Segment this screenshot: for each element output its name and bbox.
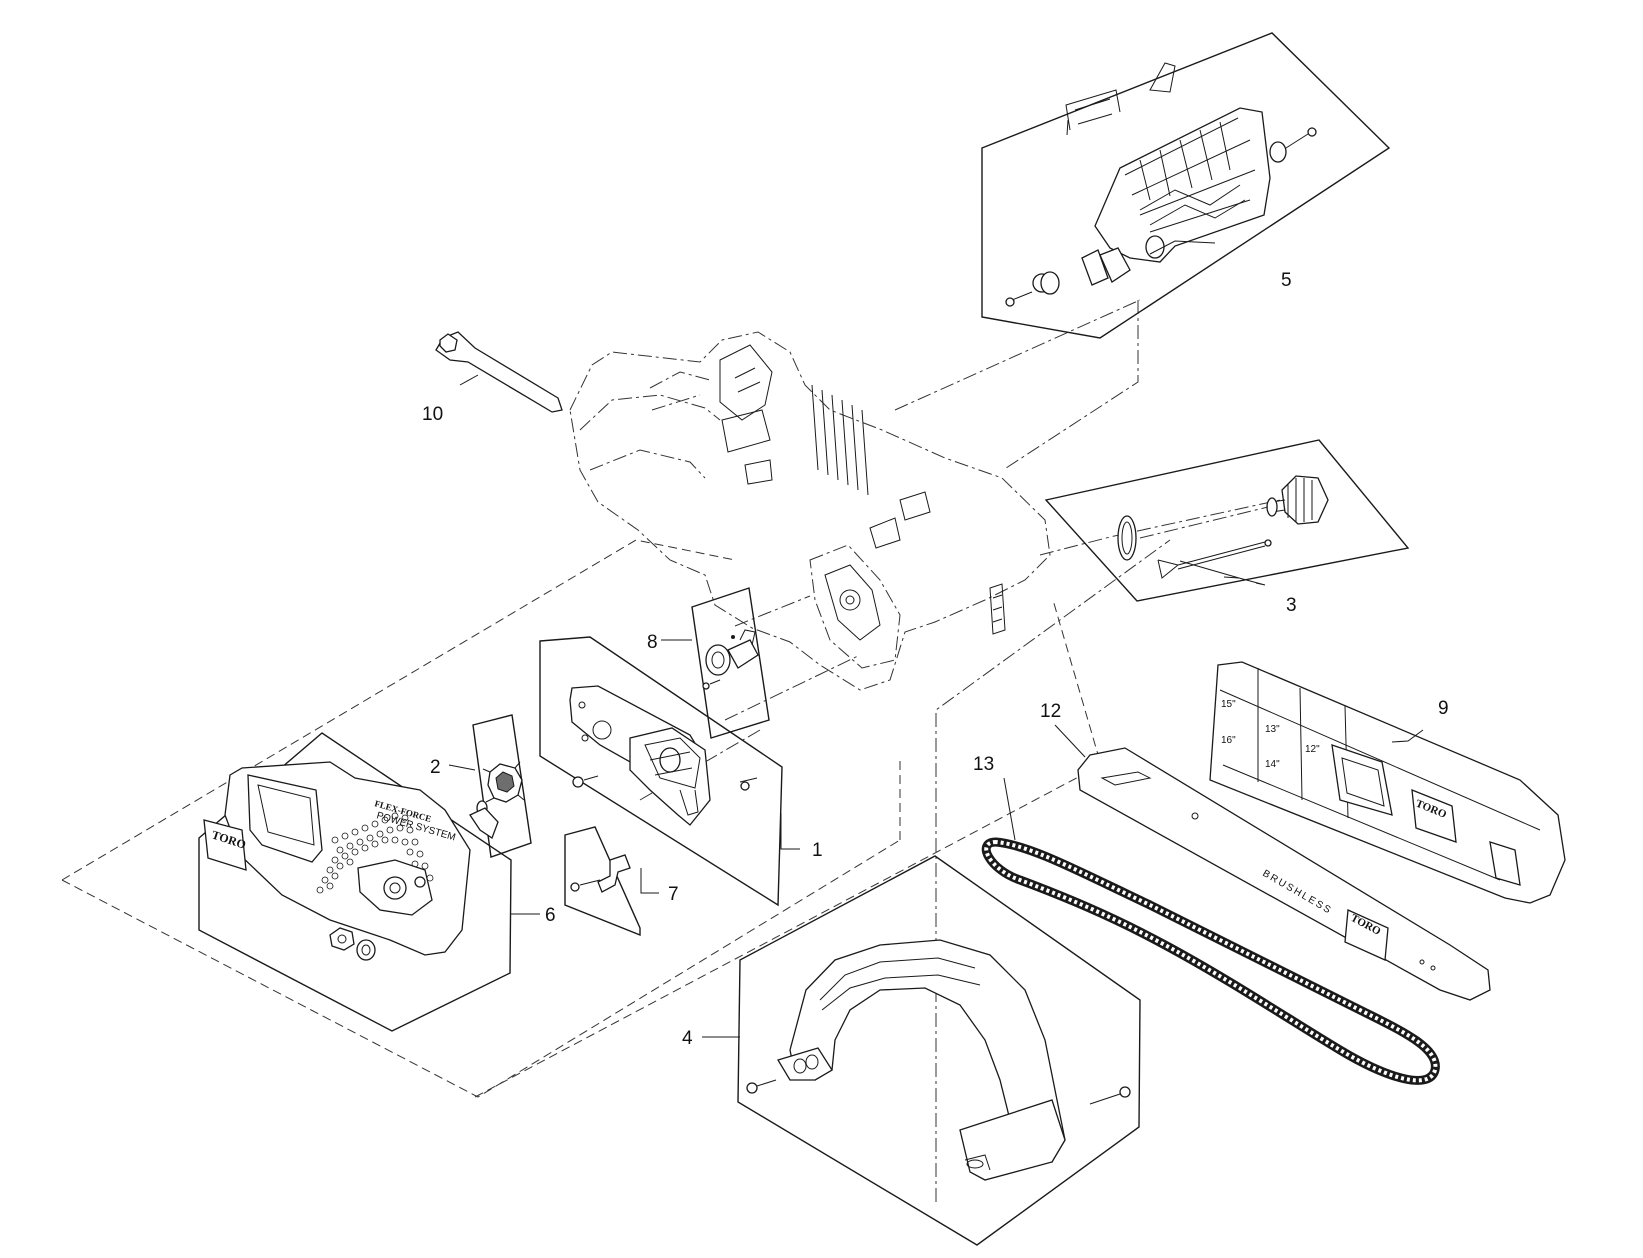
- cover-length-13: 13": [1265, 724, 1280, 735]
- callout-1: 1: [812, 840, 823, 861]
- callout-6: 6: [545, 905, 556, 926]
- cover-length-16: 16": [1221, 735, 1236, 746]
- panel-8-oil-pump: [691, 587, 770, 739]
- callout-7: 7: [668, 884, 679, 905]
- saw-chain: [981, 837, 1440, 1085]
- callout-12: 12: [1040, 701, 1061, 722]
- panel-1-chain-brake: [539, 636, 783, 907]
- panel-5-handle-housing: [981, 32, 1391, 339]
- leader-lines: [448, 240, 1424, 1038]
- callout-9: 9: [1438, 698, 1449, 719]
- panel-6-sprocket-cover: TORO FLEX-FORCE POWER SYSTEM: [198, 732, 512, 1032]
- chainsaw-body: [569, 331, 1051, 691]
- panel-7-bracket: [564, 826, 641, 937]
- callout-10: 10: [422, 404, 443, 425]
- panel-4-front-handle: [737, 855, 1141, 1246]
- bar-cover: 15" 16" 13" 14" 12" TORO: [1209, 661, 1566, 904]
- panel-3-oil-cap: [1044, 439, 1410, 602]
- guide-bar: BRUSHLESS TORO: [1077, 747, 1491, 1001]
- callout-4: 4: [682, 1028, 693, 1049]
- wrench-icon: [435, 331, 563, 413]
- cover-length-15: 15": [1221, 699, 1236, 710]
- panel-2-sprocket: [472, 714, 532, 858]
- cover-length-12: 12": [1305, 744, 1320, 755]
- callout-2: 2: [430, 757, 441, 778]
- callout-5: 5: [1281, 270, 1292, 291]
- callout-13: 13: [973, 754, 994, 775]
- callout-3: 3: [1286, 595, 1297, 616]
- callout-numbers: 1 2 3 4 5 6 7 8 9 10 12 13: [422, 270, 1449, 1049]
- callout-8: 8: [647, 632, 658, 653]
- cover-length-14: 14": [1265, 759, 1280, 770]
